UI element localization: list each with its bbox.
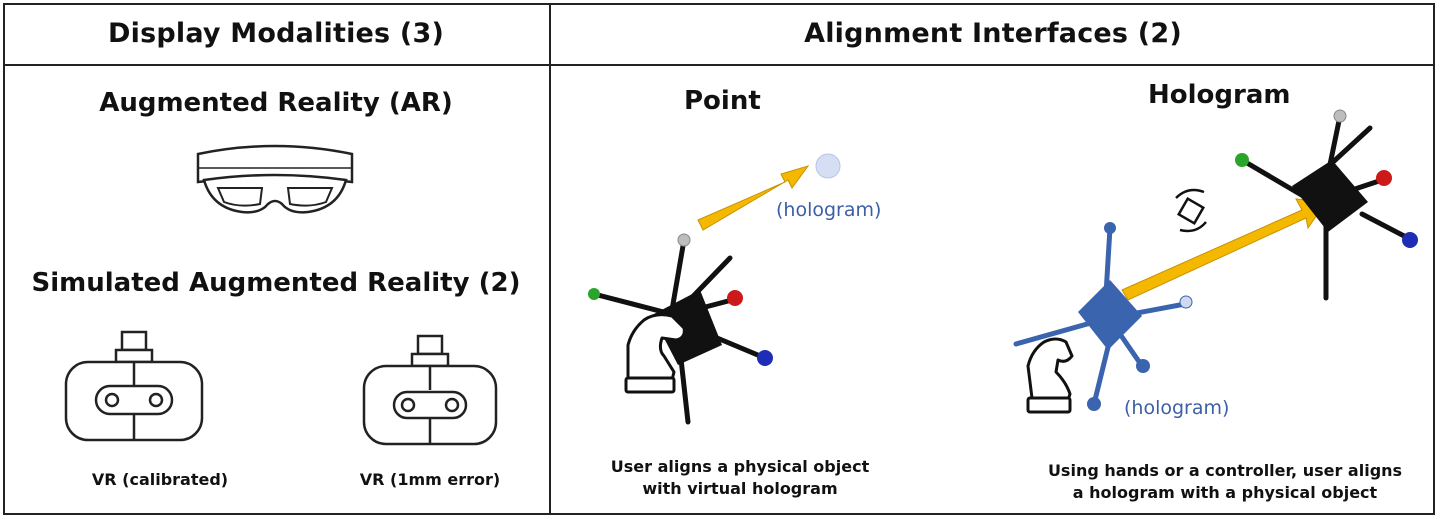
point-caption-line-1: User aligns a physical object	[610, 457, 870, 476]
sim-ar-title: Simulated Augmented Reality (2)	[31, 268, 521, 298]
column-divider	[549, 3, 551, 515]
point-caption: User aligns a physical object with virtu…	[580, 456, 900, 500]
point-diagram	[588, 153, 841, 425]
hologram-title: Hologram	[1148, 80, 1291, 110]
marker-gray	[677, 233, 691, 247]
point-arrow-icon	[697, 165, 810, 231]
marker-blue	[757, 350, 773, 366]
header-display-modalities: Display Modalities (3)	[108, 18, 444, 49]
ar-title: Augmented Reality (AR)	[99, 88, 453, 118]
hand-icon	[624, 313, 686, 394]
header-alignment-interfaces: Alignment Interfaces (2)	[804, 18, 1182, 49]
black-physical-object-cube	[1292, 160, 1368, 232]
hologram-label: (hologram)	[1124, 397, 1230, 419]
marker-red	[727, 290, 743, 306]
marker-green	[588, 288, 600, 300]
rotate-icon	[1175, 188, 1207, 233]
hologram-caption-line-2: a hologram with a physical object	[1072, 483, 1378, 502]
point-hologram-label: (hologram)	[776, 199, 882, 221]
hologram-caption-line-1: Using hands or a controller, user aligns	[1047, 461, 1403, 480]
vr-error-label: VR (1mm error)	[359, 470, 501, 489]
blue-hologram-cube	[1078, 280, 1142, 350]
header-divider	[3, 64, 1435, 66]
hologram-caption: Using hands or a controller, user aligns…	[1010, 460, 1440, 504]
point-caption-line-2: with virtual hologram	[642, 479, 838, 498]
point-hologram-sphere	[815, 153, 841, 179]
ar-headset-icon	[196, 144, 354, 214]
vr-headset-calibrated-icon	[64, 330, 204, 442]
physical-object-cube	[652, 290, 722, 365]
hologram-arrow-icon	[1121, 198, 1327, 301]
figure-frame	[3, 3, 1435, 515]
vr-calibrated-label: VR (calibrated)	[91, 470, 229, 489]
hologram-diagram	[1013, 109, 1418, 414]
vr-headset-error-icon	[362, 334, 498, 446]
hologram-hand-icon	[1026, 337, 1074, 414]
point-title: Point	[684, 86, 761, 116]
